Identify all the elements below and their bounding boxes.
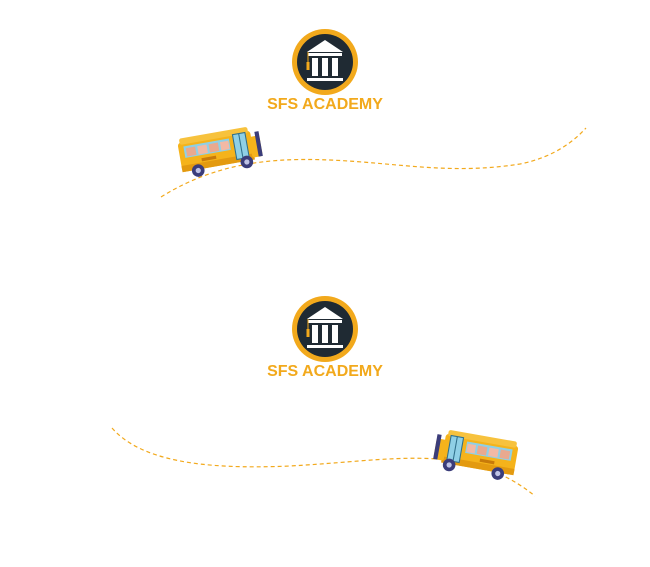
dashed-road-path-1 (160, 127, 587, 198)
school-bus-icon (430, 427, 520, 483)
logo-block: SFS ACADEMY (0, 28, 650, 114)
academy-pillar-emblem-icon (292, 29, 358, 95)
dashed-road-path-2 (111, 427, 536, 497)
brand-name: SFS ACADEMY (267, 96, 383, 113)
academy-pillar-emblem-icon (292, 296, 358, 362)
brand-name: SFS ACADEMY (267, 363, 383, 380)
school-bus-icon (176, 124, 266, 180)
logo-block: SFS ACADEMY (0, 295, 650, 381)
